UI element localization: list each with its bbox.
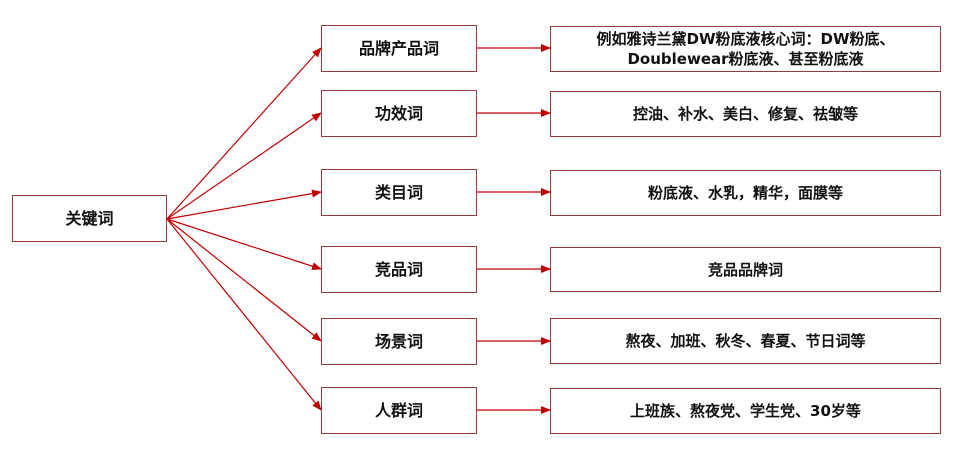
root-label: 关键词	[65, 208, 114, 228]
category-label: 功效词	[374, 103, 423, 123]
category-label: 场景词	[374, 331, 423, 351]
category-label: 品牌产品词	[358, 38, 439, 58]
detail-text-line2: Doublewear粉底液、甚至粉底液	[627, 50, 864, 68]
arrow-root-to-crowd	[166, 218, 322, 411]
category-label: 竞品词	[374, 259, 423, 279]
category-node-crowd: 人群词	[321, 387, 477, 434]
detail-node-brand: 例如雅诗兰黛DW粉底液核心词：DW粉底、 Doublewear粉底液、甚至粉底液	[550, 26, 941, 72]
category-label: 人群词	[374, 400, 423, 420]
detail-text: 粉底液、水乳，精华，面膜等	[647, 184, 843, 202]
detail-node-scene: 熬夜、加班、秋冬、春夏、节日词等	[550, 318, 941, 364]
detail-text: 控油、补水、美白、修复、祛皱等	[632, 105, 858, 123]
detail-node-efficacy: 控油、补水、美白、修复、祛皱等	[550, 91, 941, 137]
category-node-category: 类目词	[321, 169, 477, 216]
detail-node-category: 粉底液、水乳，精华，面膜等	[550, 170, 941, 216]
category-label: 类目词	[374, 182, 423, 202]
arrow-root-to-scene	[166, 218, 322, 342]
category-node-brand: 品牌产品词	[321, 25, 477, 72]
detail-node-competitor: 竞品品牌词	[550, 247, 941, 292]
detail-text-line1: 例如雅诗兰黛DW粉底液核心词：DW粉底、	[596, 30, 895, 48]
detail-text: 熬夜、加班、秋冬、春夏、节日词等	[625, 332, 866, 350]
detail-text: 竞品品牌词	[707, 260, 783, 279]
arrow-root-to-competitor	[166, 218, 322, 271]
category-node-efficacy: 功效词	[321, 90, 477, 137]
arrow-root-to-efficacy	[166, 112, 322, 220]
root-node: 关键词	[12, 195, 167, 242]
detail-node-crowd: 上班族、熬夜党、学生党、30岁等	[550, 388, 941, 434]
category-node-scene: 场景词	[321, 318, 477, 365]
arrow-root-to-category	[166, 189, 322, 220]
arrow-root-to-brand	[166, 47, 322, 220]
category-node-competitor: 竞品词	[321, 246, 477, 293]
detail-text: 上班族、熬夜党、学生党、30岁等	[630, 402, 861, 420]
